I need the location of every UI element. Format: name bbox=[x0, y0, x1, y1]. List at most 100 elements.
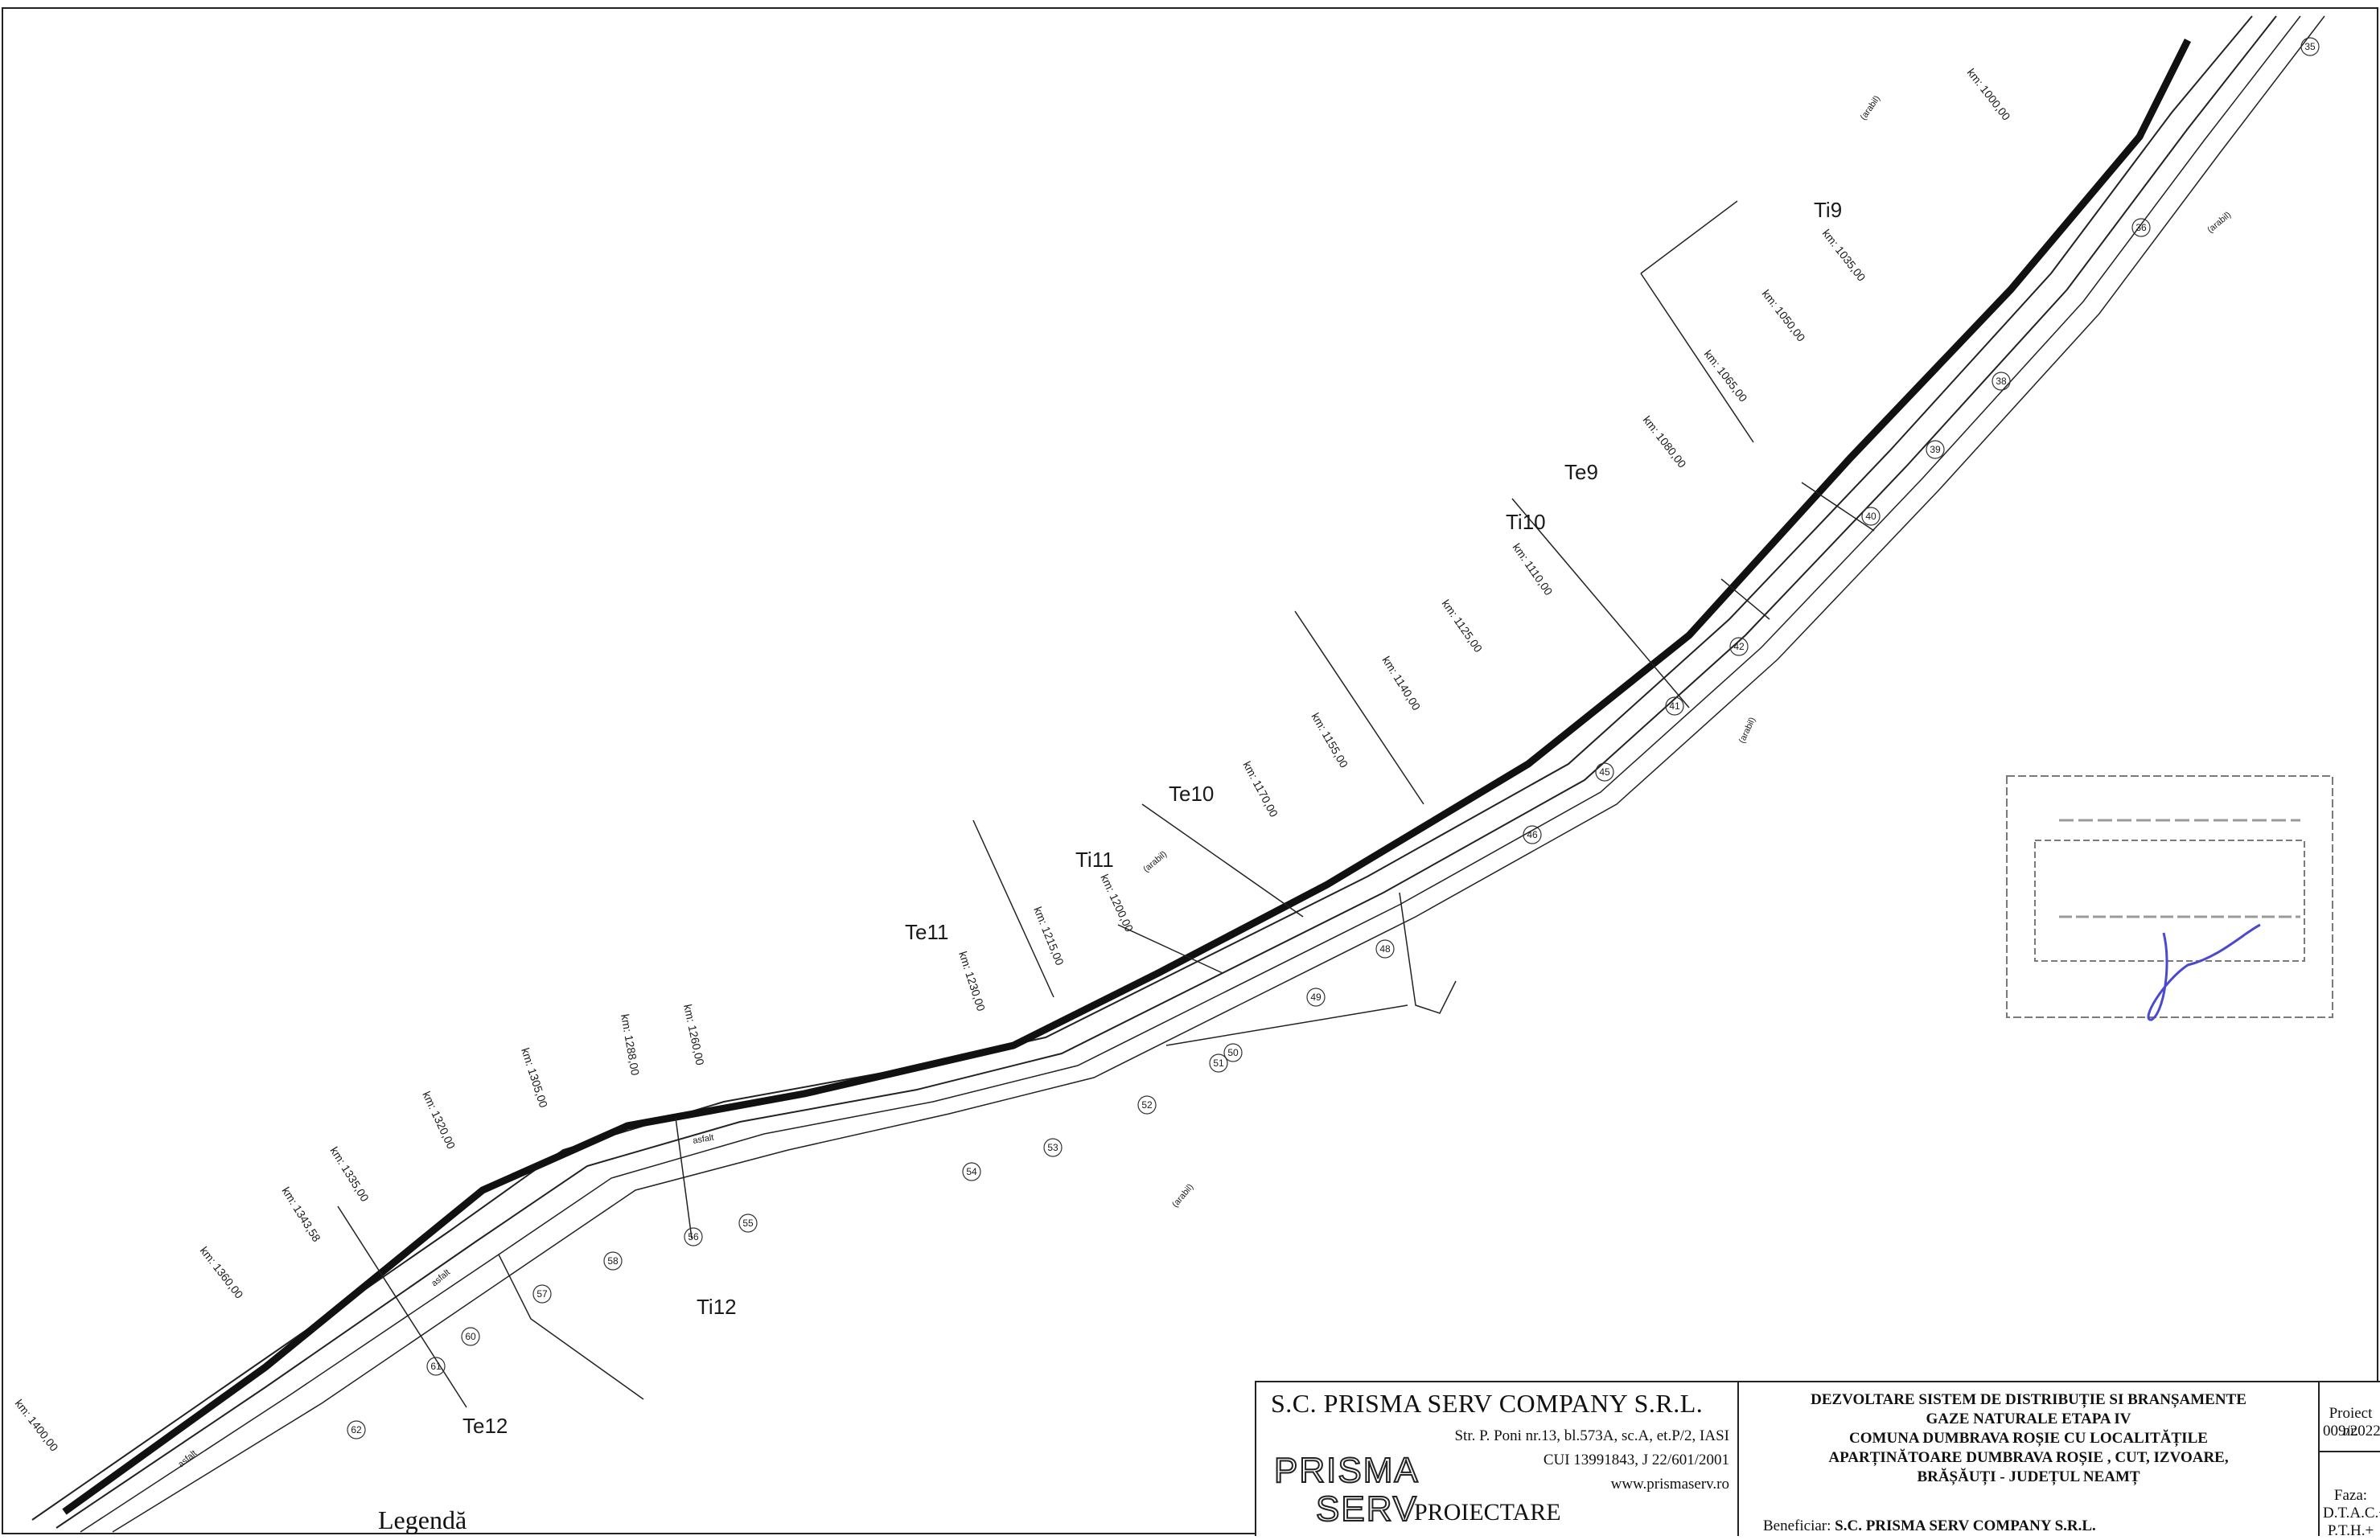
point-number: 40 bbox=[1865, 511, 1876, 522]
km-label: km: 1320,00 bbox=[420, 1090, 458, 1152]
point-number: 53 bbox=[1047, 1142, 1058, 1153]
point-number: 50 bbox=[1227, 1047, 1239, 1058]
point-marker bbox=[1137, 1095, 1157, 1115]
project-description-panel: DEZVOLTARE SISTEM DE DISTRIBUȚIE SI BRAN… bbox=[1739, 1382, 2320, 1536]
km-label: km: 1305,00 bbox=[519, 1046, 550, 1109]
point-number: 54 bbox=[966, 1166, 977, 1177]
cross-section-line bbox=[1640, 200, 1738, 274]
point-number: 52 bbox=[1141, 1099, 1153, 1111]
point-marker bbox=[347, 1420, 366, 1439]
road-corridor bbox=[31, 15, 2325, 1533]
phase-value: D.T.A.C.+ bbox=[2323, 1505, 2380, 1522]
point-marker bbox=[1665, 696, 1684, 716]
km-label: km: 1215,00 bbox=[1031, 905, 1067, 967]
project-title: DEZVOLTARE SISTEM DE DISTRIBUȚIE SI BRAN… bbox=[1747, 1390, 2310, 1487]
connector-road bbox=[1165, 1004, 1408, 1046]
beneficiary-value: S.C. PRISMA SERV COMPANY S.R.L. bbox=[1835, 1517, 2096, 1534]
project-number-panel: Proiect nr. 009/2022 Faza: D.T.A.C.+ P.T… bbox=[2320, 1382, 2380, 1539]
km-label: km: 1400,00 bbox=[13, 1397, 61, 1454]
point-marker bbox=[1729, 637, 1749, 656]
section-tag: Te10 bbox=[1169, 782, 1214, 806]
point-number: 48 bbox=[1379, 943, 1391, 955]
km-label: km: 1200,00 bbox=[1098, 873, 1136, 934]
km-label: km: 1343,58 bbox=[279, 1185, 323, 1244]
point-marker bbox=[738, 1214, 758, 1233]
km-label: km: 1035,00 bbox=[1820, 227, 1868, 284]
point-number: 56 bbox=[688, 1231, 699, 1242]
logo-text-top: PRISMA bbox=[1274, 1451, 1420, 1490]
cross-sections bbox=[337, 200, 1875, 1408]
gas-pipe-line bbox=[62, 38, 2192, 1515]
point-marker bbox=[1375, 939, 1395, 959]
project-title-line: GAZE NATURALE ETAPA IV bbox=[1926, 1411, 2131, 1427]
surface-label: (arabil) bbox=[2205, 210, 2233, 235]
road-label: asfalt bbox=[176, 1448, 199, 1469]
cross-section-line bbox=[1801, 482, 1875, 532]
road-edge-upper bbox=[31, 15, 2253, 1521]
section-tag: Ti12 bbox=[697, 1295, 737, 1319]
company-website: www.prismaserv.ro bbox=[1610, 1476, 1729, 1493]
cross-section-line bbox=[1720, 578, 1770, 620]
point-number: 49 bbox=[1310, 992, 1322, 1003]
project-title-line: APARȚINĂTOARE DUMBRAVA ROȘIE , CUT, IZVO… bbox=[1828, 1449, 2229, 1466]
point-number: 58 bbox=[607, 1255, 619, 1267]
point-marker bbox=[532, 1284, 552, 1304]
point-number: 60 bbox=[465, 1331, 476, 1342]
cross-section-line bbox=[1640, 273, 1754, 443]
point-number: 42 bbox=[1733, 641, 1745, 652]
km-label: km: 1050,00 bbox=[1760, 287, 1808, 344]
point-marker bbox=[461, 1327, 480, 1346]
title-block: S.C. PRISMA SERV COMPANY S.R.L. Str. P. … bbox=[1255, 1381, 2380, 1539]
point-number: 46 bbox=[1527, 829, 1538, 840]
cross-section-line bbox=[1294, 610, 1424, 805]
cross-section-line bbox=[1141, 803, 1304, 918]
project-title-line: DEZVOLTARE SISTEM DE DISTRIBUȚIE SI BRAN… bbox=[1811, 1391, 2246, 1408]
point-marker bbox=[1926, 440, 1945, 459]
point-marker bbox=[684, 1227, 703, 1246]
project-title-line: BRĂȘĂUȚI - JUDEȚUL NEAMȚ bbox=[1917, 1468, 2140, 1485]
point-marker bbox=[1209, 1053, 1228, 1073]
road-edge-far bbox=[112, 15, 2325, 1533]
project-number: 009/2022 bbox=[2323, 1423, 2380, 1439]
legend-title: Legendă bbox=[378, 1505, 467, 1534]
km-label: km: 1080,00 bbox=[1641, 413, 1689, 470]
stamp-inner bbox=[2034, 840, 2305, 962]
point-marker bbox=[1306, 988, 1326, 1007]
point-number: 35 bbox=[2304, 41, 2316, 52]
side-branch bbox=[1399, 892, 1457, 1014]
cross-section-line bbox=[675, 1117, 693, 1239]
company-logo: PRISMA SERV bbox=[1273, 1450, 1420, 1530]
point-number: 61 bbox=[430, 1361, 442, 1372]
point-marker bbox=[1861, 507, 1881, 526]
point-number: 57 bbox=[536, 1288, 548, 1300]
point-number: 62 bbox=[351, 1424, 362, 1435]
km-label: km: 1110,00 bbox=[1511, 541, 1556, 598]
phase-value-2: P.T.H.+ bbox=[2327, 1522, 2374, 1539]
department-label: PROIECTARE bbox=[1414, 1499, 1561, 1526]
approval-stamp bbox=[2006, 775, 2333, 1021]
point-number: 41 bbox=[1669, 700, 1680, 712]
road-edge-lower bbox=[55, 15, 2277, 1529]
km-label: km: 1000,00 bbox=[1965, 66, 2013, 123]
point-number: 38 bbox=[1996, 376, 2007, 387]
km-label: km: 1260,00 bbox=[681, 1003, 707, 1066]
road-label: asfalt bbox=[692, 1133, 714, 1146]
point-marker bbox=[1223, 1043, 1243, 1062]
km-label: km: 1288,00 bbox=[619, 1013, 642, 1077]
logo-text-bottom: SERV bbox=[1316, 1489, 1418, 1529]
section-tag: Ti10 bbox=[1506, 510, 1546, 534]
point-number: 51 bbox=[1213, 1057, 1224, 1069]
beneficiary-label: Beneficiar: bbox=[1763, 1517, 1831, 1534]
project-number-label: Proiect nr. bbox=[2329, 1405, 2373, 1439]
point-marker bbox=[426, 1357, 446, 1376]
company-name: S.C. PRISMA SERV COMPANY S.R.L. bbox=[1271, 1389, 1704, 1418]
section-tags: Ti9 Te9 Ti10 Te10 Ti11 Te11 Ti12 Te12 bbox=[462, 198, 1842, 1438]
point-number: 45 bbox=[1599, 766, 1610, 778]
connector-road-2 bbox=[498, 1254, 644, 1400]
cross-section-line bbox=[972, 819, 1054, 998]
surface-label: (arabil) bbox=[1170, 1182, 1195, 1209]
point-marker bbox=[2131, 218, 2151, 237]
surface-label: (arabil) bbox=[1141, 849, 1169, 874]
point-marker bbox=[2300, 37, 2320, 56]
